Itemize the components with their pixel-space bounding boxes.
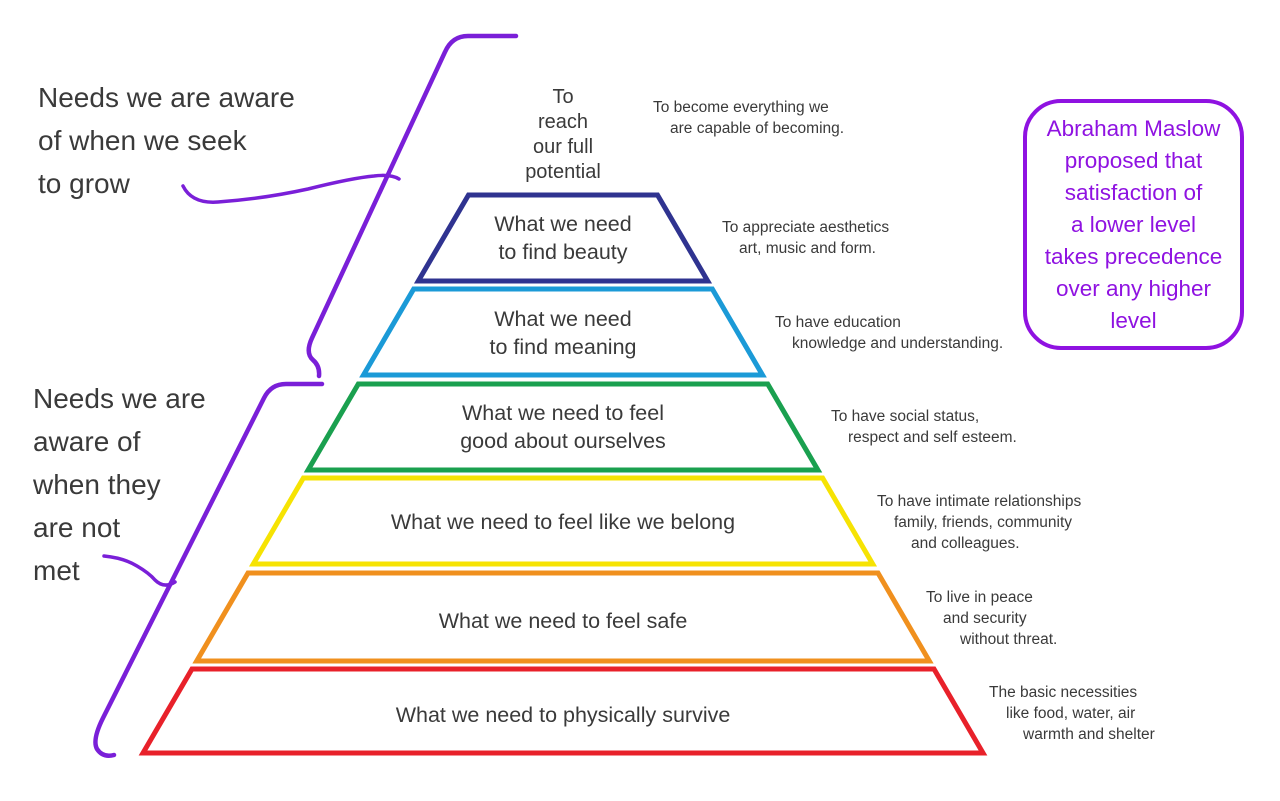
annotation-cognitive: To have education knowledge and understa…	[775, 312, 1003, 354]
annotation-line: The basic necessities	[989, 684, 1138, 701]
growth-note-connector	[181, 173, 401, 204]
annotation-esteem: To have social status, respect and self …	[831, 406, 1017, 448]
annotation-line: To have intimate relationships	[877, 493, 1082, 510]
pyramid-level-esteem-shape	[303, 381, 823, 473]
level-label-aesthetic: What we need to find beauty	[494, 212, 632, 264]
annotation-aesthetic: To appreciate aesthetics art, music and …	[722, 217, 889, 259]
annotation-line: To have social status,	[831, 408, 980, 425]
pyramid-level-belonging-shape	[248, 475, 878, 567]
annotation-line: warmth and shelter	[1023, 726, 1155, 743]
level-label-cognitive: What we need to find meaning	[489, 307, 637, 359]
annotation-line: and colleagues.	[911, 535, 1020, 552]
deficiency-needs-note: Needs we are aware of when they are not …	[33, 383, 206, 586]
pyramid-level-cognitive-shape	[359, 286, 767, 378]
deficiency-needs-bracket	[93, 381, 325, 758]
annotation-self-actualization: To become everything we are capable of b…	[653, 97, 844, 139]
annotation-line: and security	[943, 610, 1027, 627]
pyramid-level-aesthetic-shape	[413, 192, 713, 284]
annotation-line: respect and self esteem.	[848, 429, 1017, 446]
annotation-line: To have education	[775, 314, 901, 331]
pyramid-level-physiological-shape	[138, 666, 988, 756]
annotation-line: knowledge and understanding.	[792, 335, 1004, 352]
annotation-line: art, music and form.	[739, 240, 876, 257]
level-label-esteem: What we need to feel good about ourselve…	[460, 401, 666, 453]
annotation-belonging: To have intimate relationships family, f…	[877, 491, 1081, 554]
level-label-safety: What we need to feel safe	[438, 609, 688, 633]
level-label-physiological: What we need to physically survive	[395, 703, 731, 727]
annotation-line: family, friends, community	[894, 514, 1073, 531]
annotation-line: without threat.	[960, 631, 1058, 648]
growth-needs-bracket	[306, 33, 519, 379]
annotation-line: To appreciate aesthetics	[722, 219, 890, 236]
annotation-physiological: The basic necessities like food, water, …	[989, 682, 1155, 745]
annotation-line: are capable of becoming.	[670, 120, 845, 137]
pyramid-level-safety-shape	[192, 570, 934, 664]
annotation-safety: To live in peace and security without th…	[926, 587, 1057, 650]
deficiency-note-connector	[102, 554, 177, 587]
annotation-line: To become everything we	[653, 99, 829, 116]
maslow-callout-box: Abraham Maslow proposed that satisfactio…	[1023, 99, 1244, 350]
level-label-belonging: What we need to feel like we belong	[390, 510, 736, 534]
growth-needs-note: Needs we are aware of when we seek to gr…	[38, 82, 295, 199]
annotation-line: To live in peace	[926, 589, 1033, 606]
annotation-line: like food, water, air	[1006, 705, 1136, 722]
level-label-self-actualization: To reach our full potential	[525, 86, 601, 183]
